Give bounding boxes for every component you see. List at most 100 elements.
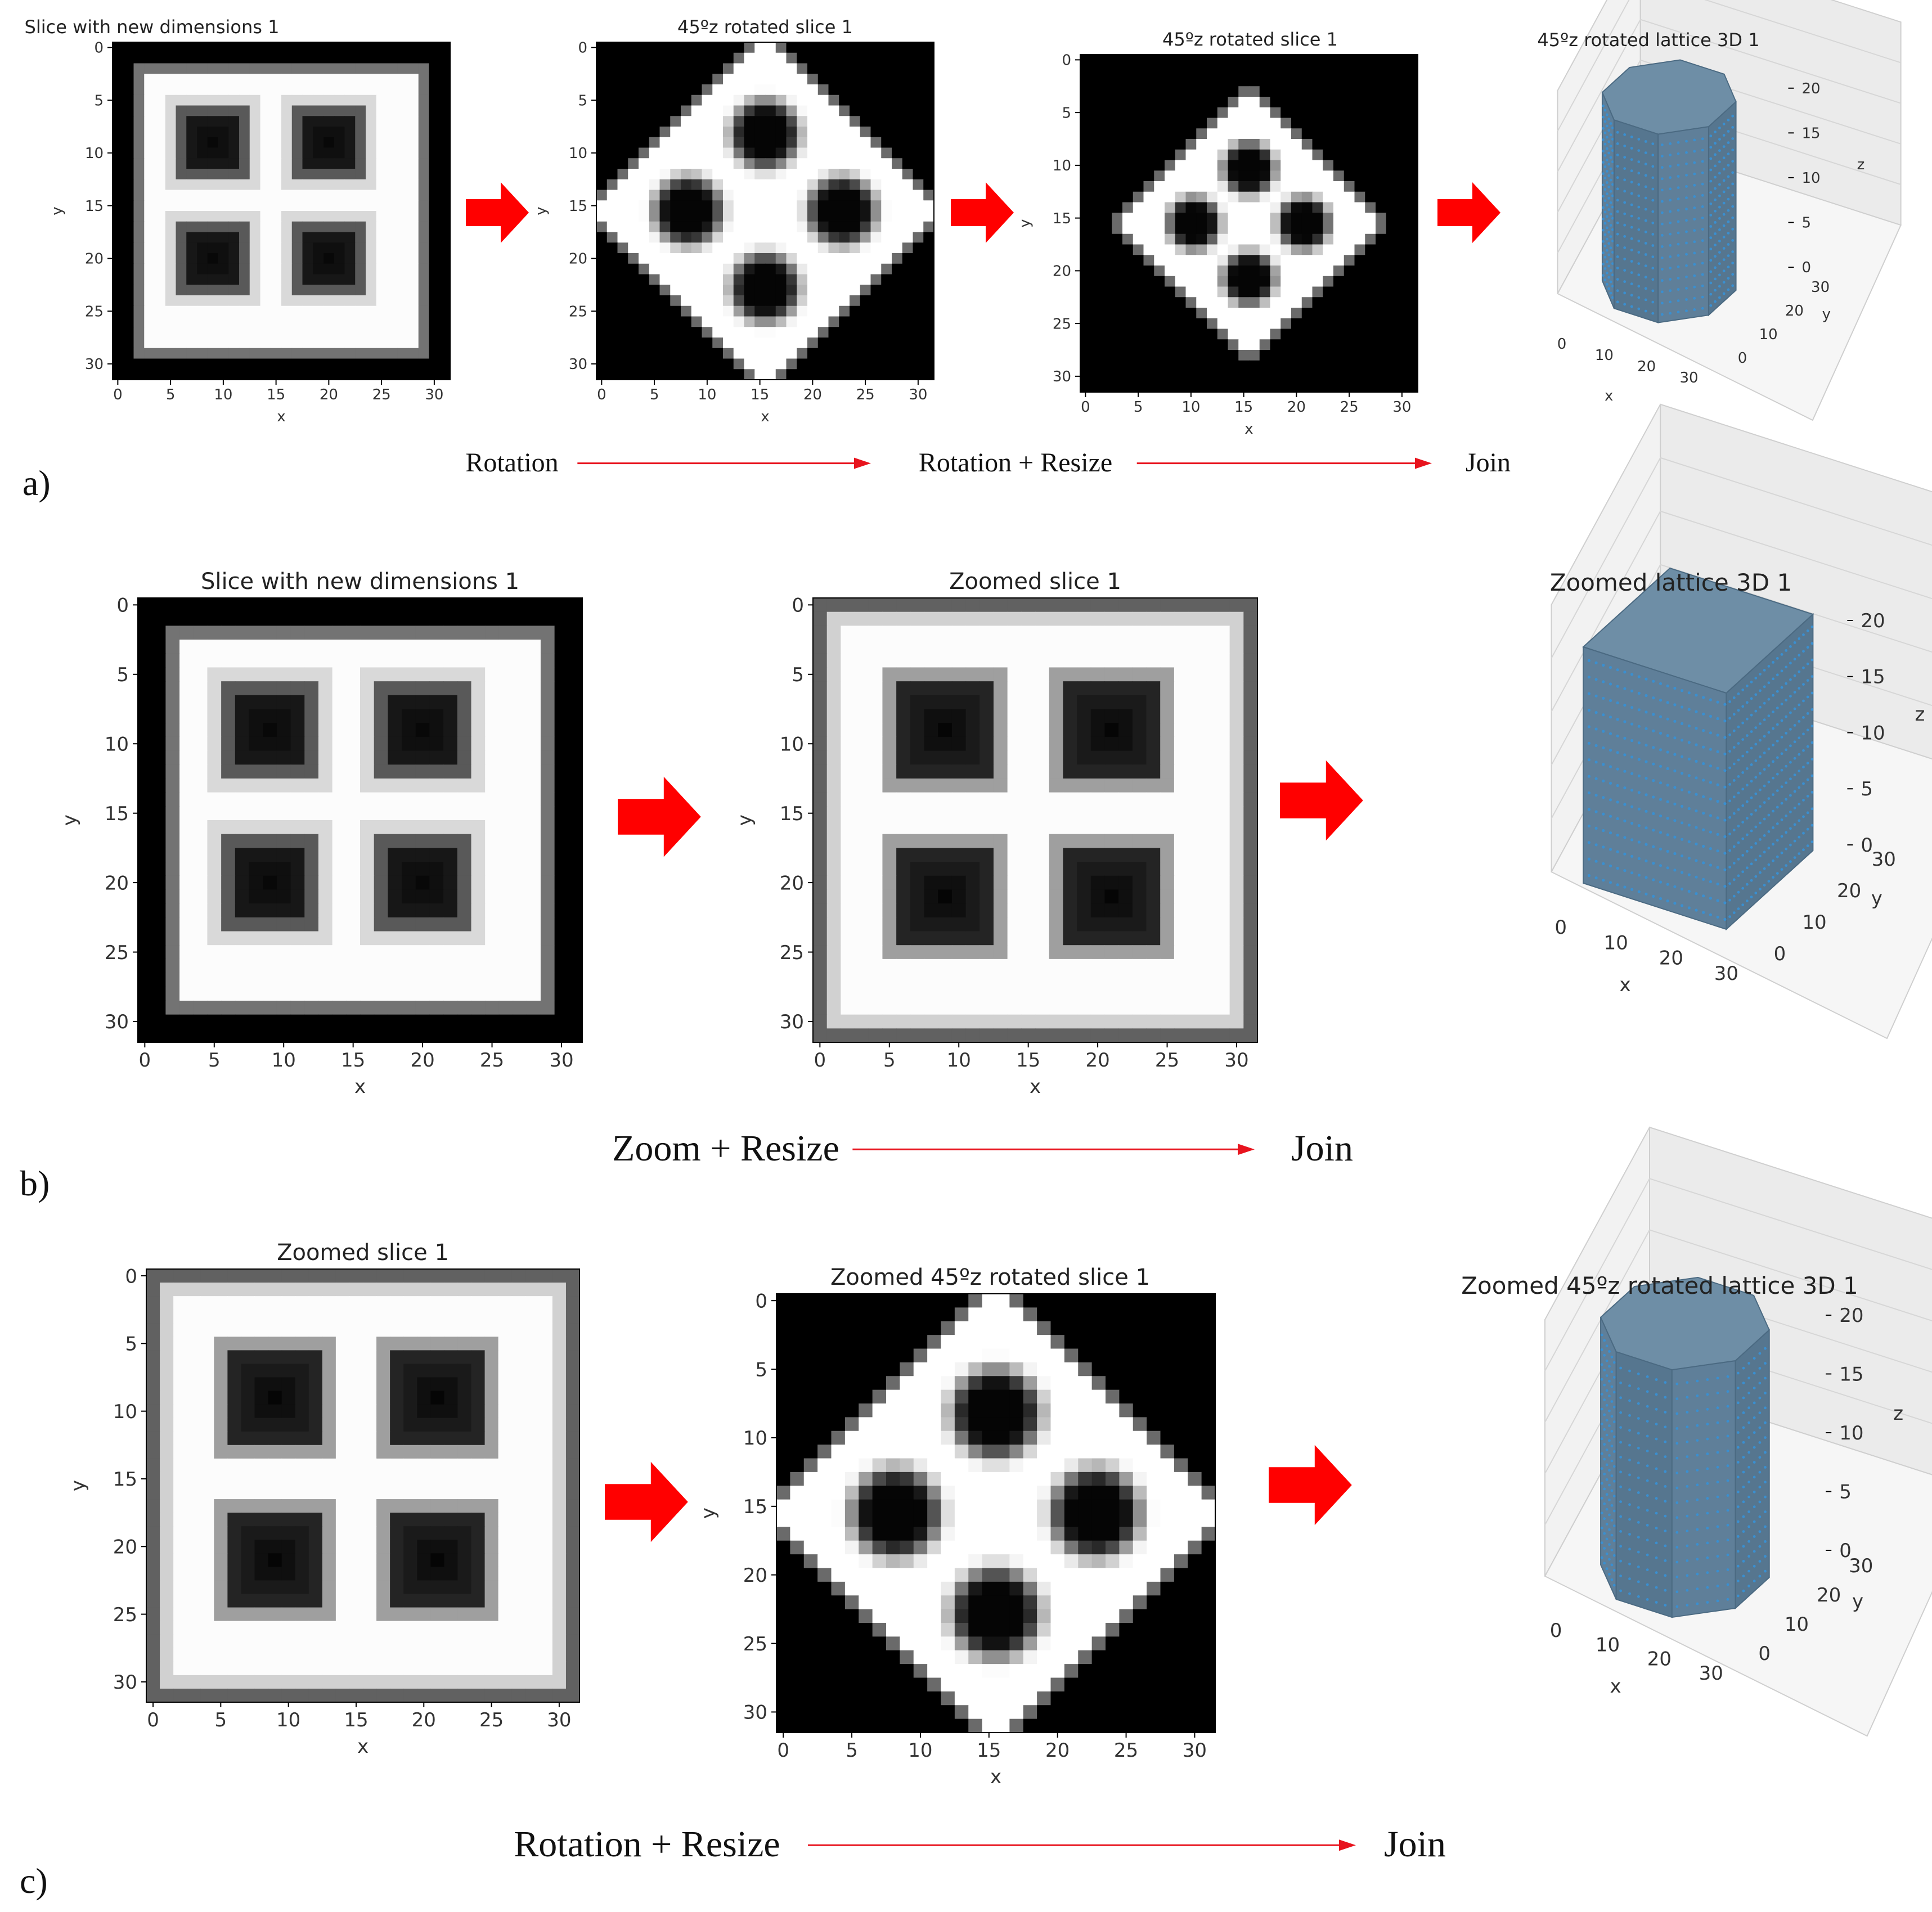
- pixel: [1101, 170, 1112, 182]
- pixel: [628, 158, 639, 169]
- pixel: [387, 190, 398, 201]
- pixel: [207, 242, 219, 254]
- pixel: [1132, 626, 1147, 640]
- pixel: [733, 295, 745, 307]
- pixel: [1104, 611, 1119, 626]
- pixel: [207, 959, 222, 974]
- pixel: [527, 626, 541, 640]
- pixel: [291, 42, 303, 53]
- pixel: [374, 626, 388, 640]
- pixel: [228, 305, 240, 317]
- pixel: [249, 667, 263, 682]
- pixel: [892, 295, 903, 307]
- pixel: [374, 862, 388, 876]
- pixel: [260, 127, 271, 138]
- pixel: [271, 338, 282, 349]
- pixel: [1312, 329, 1323, 340]
- pixel: [197, 316, 208, 327]
- x-tick-label: 5: [650, 386, 659, 403]
- pixel: [923, 116, 934, 127]
- pixel: [1133, 118, 1144, 129]
- pixel: [617, 95, 628, 106]
- pixel: [1217, 308, 1229, 319]
- pixel: [1407, 244, 1418, 255]
- pixel: [271, 285, 282, 296]
- pixel: [712, 316, 724, 327]
- pixel: [1188, 626, 1202, 640]
- pixel: [1122, 308, 1134, 319]
- pixel: [1101, 181, 1112, 192]
- pixel: [402, 764, 416, 779]
- pixel: [1112, 233, 1123, 245]
- pixel: [870, 348, 882, 359]
- pixel: [1270, 128, 1281, 140]
- pixel: [527, 1014, 541, 1029]
- pixel: [1259, 75, 1271, 87]
- pixel: [839, 211, 850, 222]
- pixel: [281, 169, 293, 180]
- pixel: [839, 200, 850, 212]
- pixel: [429, 695, 444, 710]
- pixel: [870, 105, 882, 116]
- y-tick-label: 30: [85, 356, 104, 373]
- pixel: [235, 723, 250, 737]
- pixel: [1365, 170, 1376, 182]
- pixel: [1112, 244, 1123, 255]
- pixel: [402, 723, 416, 737]
- pixel: [1132, 695, 1147, 710]
- pixel: [123, 42, 134, 53]
- pixel: [1396, 107, 1408, 119]
- pixel: [133, 42, 145, 53]
- pixel: [639, 242, 650, 254]
- pixel: [870, 242, 882, 254]
- pixel: [165, 764, 180, 779]
- pixel: [179, 834, 194, 848]
- pixel: [197, 263, 208, 275]
- y-tick-label: 20: [1785, 303, 1804, 320]
- pixel: [1396, 244, 1408, 255]
- pixel: [366, 137, 377, 149]
- pixel: [1202, 723, 1216, 737]
- pixel: [1122, 223, 1134, 235]
- pixel: [1143, 128, 1154, 140]
- voxel-dot: [1669, 187, 1672, 191]
- pixel: [176, 200, 187, 212]
- pixel: [332, 681, 347, 696]
- pixel: [681, 74, 692, 85]
- pixel: [1238, 244, 1250, 255]
- pixel: [723, 285, 734, 296]
- pixel: [850, 221, 861, 233]
- pixel: [723, 52, 734, 64]
- pixel: [388, 917, 402, 932]
- pixel: [179, 681, 194, 696]
- pixel: [276, 834, 291, 848]
- pixel: [1354, 276, 1365, 287]
- pixel: [408, 63, 419, 74]
- pixel: [1228, 381, 1239, 393]
- pixel: [1101, 286, 1112, 298]
- pixel: [376, 221, 388, 233]
- pixel: [304, 598, 319, 613]
- pixel: [1280, 181, 1292, 192]
- pixel: [260, 285, 271, 296]
- pixel: [1249, 297, 1260, 308]
- pixel: [659, 95, 671, 106]
- pixel: [817, 211, 829, 222]
- pixel: [439, 127, 451, 138]
- pixel: [775, 179, 787, 191]
- pixel: [1217, 255, 1229, 266]
- pixel: [828, 116, 839, 127]
- pixel: [485, 973, 500, 987]
- pixel: [527, 778, 541, 793]
- pixel: [374, 792, 388, 807]
- pixel: [1354, 286, 1365, 298]
- pixel: [457, 723, 472, 737]
- pixel: [870, 95, 882, 106]
- pixel: [1376, 276, 1387, 287]
- voxel-dot: [1602, 195, 1605, 198]
- panel-title: Slice with new dimensions 1: [201, 569, 519, 595]
- pixel: [1090, 139, 1102, 150]
- pixel: [123, 105, 134, 116]
- pixel: [527, 598, 541, 613]
- y-tick-label: 15: [1053, 210, 1071, 227]
